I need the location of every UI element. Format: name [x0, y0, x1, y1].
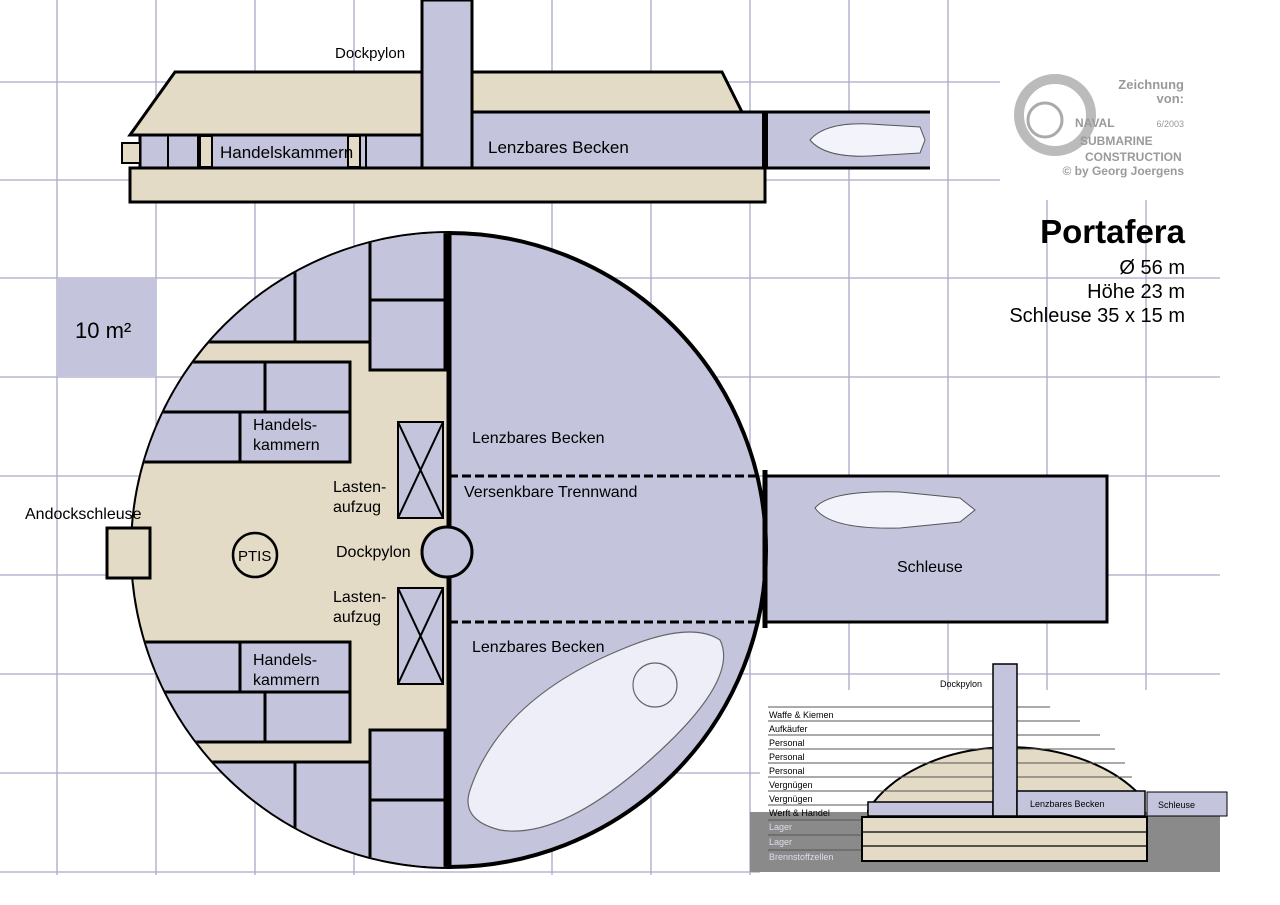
- svg-text:CONSTRUCTION: CONSTRUCTION: [1085, 150, 1182, 164]
- plan-view: [105, 231, 1109, 869]
- lastenaufzug-label: Lasten-: [333, 589, 386, 606]
- scale-box-label: 10 m²: [75, 318, 131, 343]
- submarine-icon: [809, 123, 926, 157]
- trennwand-label: Versenkbare Trennwand: [464, 484, 637, 501]
- svg-text:Lager: Lager: [769, 837, 792, 847]
- lastenaufzug-label: aufzug: [333, 609, 381, 626]
- dockpylon-label: Dockpylon: [336, 544, 411, 561]
- svg-text:6/2003: 6/2003: [1156, 119, 1184, 129]
- section-level-labels: Waffe & Kiemen Aufkäufer Personal Person…: [769, 710, 834, 862]
- top-lenzbares-becken-label: Lenzbares Becken: [488, 138, 629, 157]
- lastenaufzug-label: aufzug: [333, 499, 381, 516]
- svg-text:NAVAL: NAVAL: [1075, 116, 1115, 130]
- svg-text:Personal: Personal: [769, 738, 805, 748]
- svg-text:Lager: Lager: [769, 822, 792, 832]
- svg-text:Werft & Handel: Werft & Handel: [769, 808, 830, 818]
- diameter: Ø 56 m: [1119, 257, 1185, 279]
- lenzbares-becken-label: Lenzbares Becken: [472, 639, 605, 656]
- andockschleuse-label: Andockschleuse: [25, 506, 142, 523]
- section-dockpylon-label: Dockpylon: [940, 679, 982, 689]
- section-schleuse-label: Schleuse: [1158, 800, 1195, 810]
- ptis-label: PTIS: [238, 548, 271, 565]
- svg-text:Brennstoffzellen: Brennstoffzellen: [769, 852, 833, 862]
- top-handelskammern-label: Handelskammern: [220, 143, 353, 162]
- svg-text:Vergnügen: Vergnügen: [769, 794, 813, 804]
- top-dockpylon-label: Dockpylon: [335, 45, 405, 62]
- svg-text:Waffe & Kiemen: Waffe & Kiemen: [769, 710, 834, 720]
- handelskammern-label: Handels-: [253, 652, 317, 669]
- section-lenzbares-becken-label: Lenzbares Becken: [1030, 799, 1105, 809]
- lastenaufzug-shafts: [397, 421, 444, 685]
- andockschleuse-shape: [105, 526, 152, 580]
- svg-text:Zeichnung: Zeichnung: [1118, 77, 1184, 92]
- dockpylon-circle: [420, 525, 474, 579]
- height: Höhe 23 m: [1087, 281, 1185, 303]
- lastenaufzug-label: Lasten-: [333, 479, 386, 496]
- scale-box: [57, 278, 156, 377]
- svg-text:Personal: Personal: [769, 766, 805, 776]
- svg-text:Personal: Personal: [769, 752, 805, 762]
- credit-logo: Zeichnung von: NAVAL SUBMARINE CONSTRUCT…: [1014, 74, 1184, 178]
- ptis-circle: [231, 531, 279, 579]
- handelskammern-label: kammern: [253, 437, 320, 454]
- lenzbares-becken-label: Lenzbares Becken: [472, 430, 605, 447]
- ships-wheel-icon: [1026, 101, 1064, 139]
- submarine-icon: [814, 491, 976, 529]
- svg-text:Vergnügen: Vergnügen: [769, 780, 813, 790]
- schleuse-label: Schleuse: [897, 559, 963, 576]
- handelskammern-label: Handels-: [253, 417, 317, 434]
- svg-text:von:: von:: [1157, 91, 1184, 106]
- large-submarine-icon: [467, 631, 725, 832]
- svg-text:SUBMARINE: SUBMARINE: [1080, 134, 1153, 148]
- top-elevation: [121, 0, 930, 204]
- page-title: Portafera: [1040, 213, 1186, 250]
- handelskammern-label: kammern: [253, 672, 320, 689]
- svg-text:© by Georg Joergens: © by Georg Joergens: [1062, 164, 1184, 178]
- lock-size: Schleuse 35 x 15 m: [1009, 305, 1185, 327]
- section-view: [750, 663, 1228, 872]
- svg-text:Aufkäufer: Aufkäufer: [769, 724, 808, 734]
